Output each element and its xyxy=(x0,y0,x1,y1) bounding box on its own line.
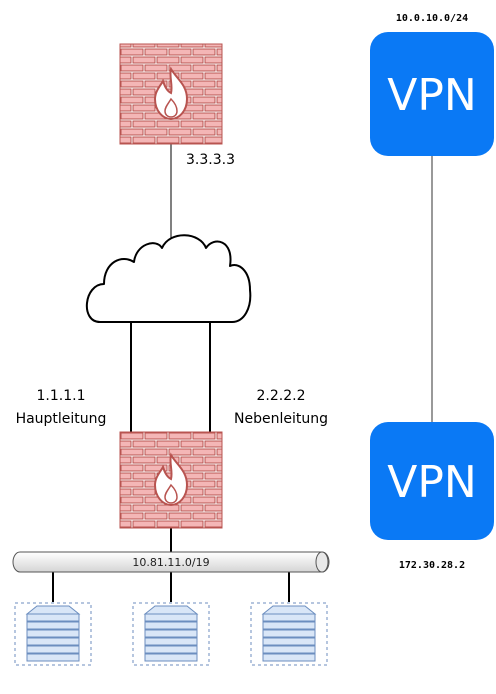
server-icon xyxy=(250,602,328,666)
vpn-icon xyxy=(370,32,494,156)
cloud-icon xyxy=(85,234,252,323)
network-bus xyxy=(12,551,330,573)
firewall-top xyxy=(119,43,223,145)
vpn-bottom: VPN xyxy=(370,422,494,540)
vpn-top: VPN xyxy=(370,32,494,156)
firewall-top-ip: 3.3.3.3 xyxy=(186,152,235,168)
server-icon xyxy=(132,602,210,666)
vpn-bottom-address: 172.30.28.2 xyxy=(399,560,465,571)
secondary-link-ip: 2.2.2.2 xyxy=(257,388,306,404)
vpn-icon xyxy=(370,422,494,540)
vpn-bottom-label: VPN xyxy=(387,457,477,508)
firewall-bottom xyxy=(119,431,223,529)
primary-link-name: Hauptleitung xyxy=(16,411,107,427)
secondary-link-name: Nebenleitung xyxy=(234,411,328,427)
bus-subnet-label: 10.81.11.0/19 xyxy=(132,556,209,569)
server-icon xyxy=(14,602,92,666)
primary-link-ip: 1.1.1.1 xyxy=(37,388,86,404)
vpn-top-label: VPN xyxy=(387,70,477,121)
vpn-top-network: 10.0.10.0/24 xyxy=(396,13,468,24)
